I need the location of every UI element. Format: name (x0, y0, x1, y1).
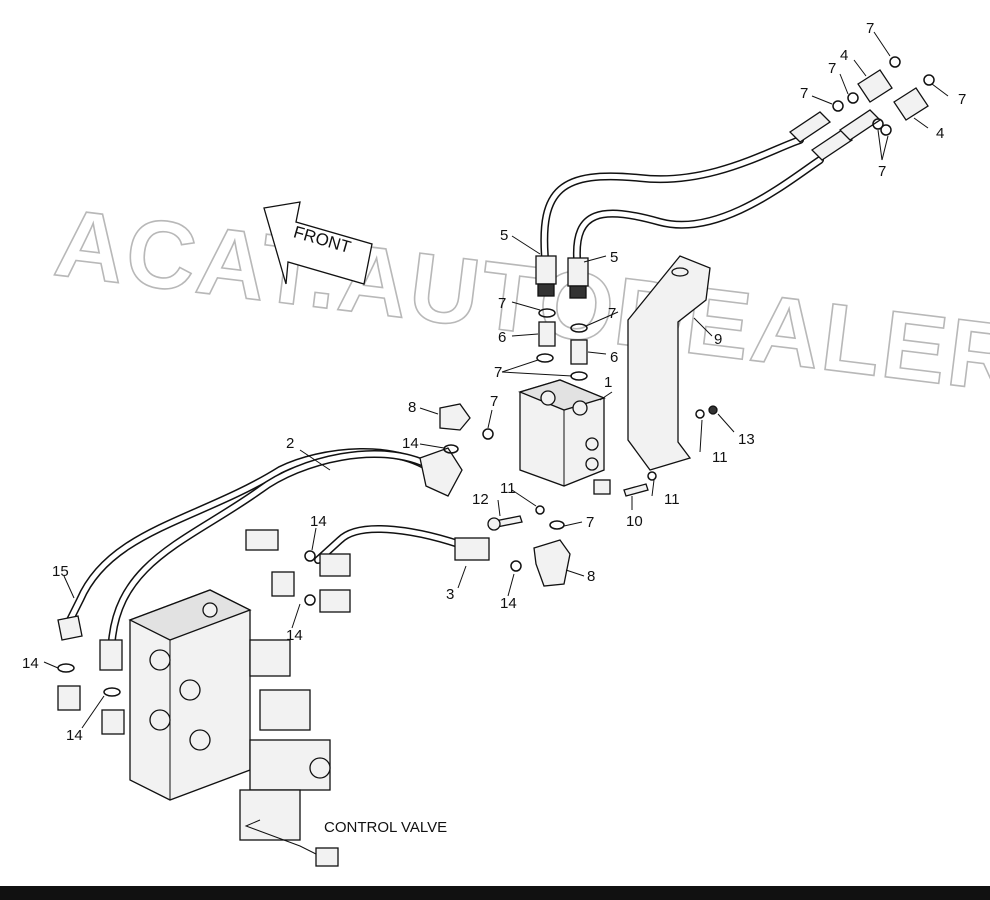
callout-15: 15 (52, 563, 69, 580)
callout-8a: 8 (408, 399, 416, 416)
callout-13: 13 (738, 431, 755, 448)
callout-7f: 7 (498, 295, 506, 312)
callout-5b: 5 (610, 249, 618, 266)
callout-7d: 7 (958, 91, 966, 108)
valve-block (518, 379, 611, 495)
callout-11b: 11 (664, 491, 680, 508)
callout-7j: 7 (586, 514, 594, 531)
elbows-8 (439, 403, 571, 587)
callout-7e: 7 (878, 163, 886, 180)
callout-7g: 7 (608, 305, 616, 322)
hardware (487, 405, 718, 531)
callout-7h: 7 (494, 364, 502, 381)
callout-7a: 7 (866, 20, 874, 37)
callout-10: 10 (626, 513, 643, 530)
callout-9: 9 (714, 331, 722, 348)
callout-4b: 4 (936, 125, 944, 142)
callout-7b: 7 (828, 60, 836, 77)
callout-14c: 14 (500, 595, 517, 612)
fittings-6 (536, 308, 588, 381)
upper-adaptors (832, 56, 935, 136)
control-valve (128, 589, 339, 867)
callout-14b: 14 (310, 513, 327, 530)
callout-6a: 6 (498, 329, 506, 346)
leader-lines (43, 31, 949, 729)
callout-7i: 7 (490, 393, 498, 410)
upper-hoses (535, 109, 882, 299)
callout-11c: 11 (500, 480, 516, 497)
callouts: 1 2 3 4 4 5 5 6 6 7 7 7 7 7 7 7 7 7 7 8 … (22, 20, 966, 836)
callout-3: 3 (446, 586, 454, 603)
callout-11a: 11 (712, 449, 728, 466)
callout-2: 2 (286, 435, 294, 452)
callout-4a: 4 (840, 47, 848, 64)
callout-7c: 7 (800, 85, 808, 102)
lower-hoses (57, 447, 490, 671)
callout-6b: 6 (610, 349, 618, 366)
bracket (627, 255, 711, 471)
callout-1: 1 (604, 374, 612, 391)
callout-5a: 5 (500, 227, 508, 244)
adaptors-14 (57, 444, 459, 735)
callout-14e: 14 (22, 655, 39, 672)
callout-14f: 14 (66, 727, 83, 744)
callout-12: 12 (472, 491, 489, 508)
bottom-border (0, 886, 990, 900)
callout-14a: 14 (402, 435, 419, 452)
control-valve-label: CONTROL VALVE (324, 819, 447, 836)
callout-14d: 14 (286, 627, 303, 644)
callout-8b: 8 (587, 568, 595, 585)
